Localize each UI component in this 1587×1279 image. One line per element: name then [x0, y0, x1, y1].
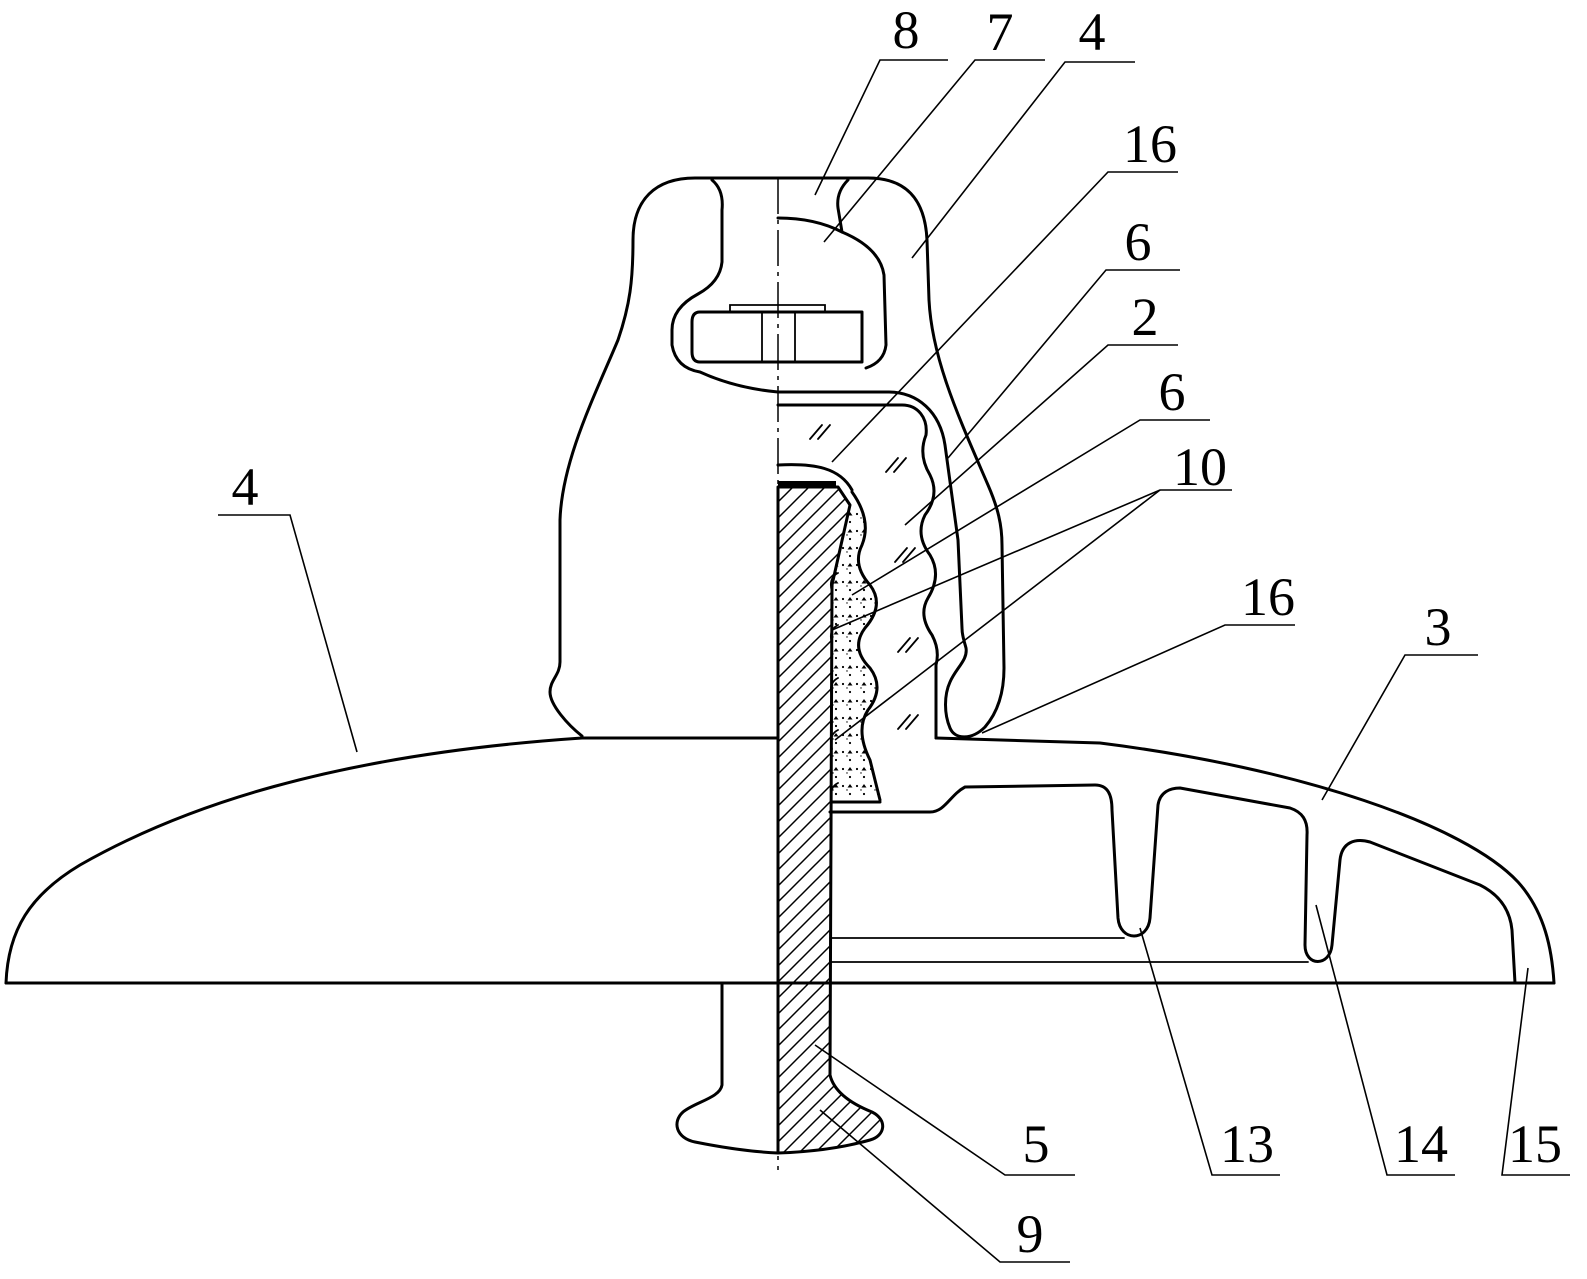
leader-line-3 — [1321, 654, 1478, 801]
leader-line-7 — [823, 59, 1045, 243]
leader-line-9 — [819, 1109, 1070, 1263]
pin-section — [776, 485, 885, 1155]
socket-inner-left-wall — [670, 178, 780, 394]
shed-underside-ribs — [828, 783, 1517, 985]
leader-line-2 — [904, 344, 1178, 526]
callout-13: 13 — [1220, 1114, 1274, 1174]
leader-line-6-upper — [947, 269, 1180, 459]
leader-line-16-lower — [981, 624, 1295, 734]
callout-6-lower: 6 — [1159, 362, 1186, 422]
locking-nut — [690, 304, 864, 364]
callout-15: 15 — [1508, 1114, 1562, 1174]
pin-lower-left — [675, 981, 780, 1155]
callout-3: 3 — [1425, 597, 1452, 657]
shed-right-profile — [934, 736, 1556, 985]
glass-section-marks — [809, 424, 919, 730]
leader-line-4-cap — [911, 61, 1135, 259]
leader-line-6-lower — [851, 419, 1210, 596]
leader-line-10-a — [831, 489, 1232, 631]
leader-line-14 — [1315, 904, 1455, 1176]
callout-10: 10 — [1173, 437, 1227, 497]
cap-outline — [548, 176, 1006, 739]
dielectric-inner-wall — [850, 490, 882, 802]
shed-left-profile — [4, 736, 780, 985]
callout-9: 9 — [1017, 1204, 1044, 1264]
leader-line-15 — [1501, 967, 1570, 1176]
pin-cement-fill — [832, 500, 880, 800]
callout-5: 5 — [1023, 1114, 1050, 1174]
callout-16-upper: 16 — [1123, 114, 1177, 174]
ball-head-dome — [776, 216, 844, 234]
callout-8: 8 — [893, 0, 920, 60]
callout-7: 7 — [987, 2, 1014, 62]
callout-4-cap: 4 — [1079, 2, 1106, 62]
socket-inner-right-wall — [836, 178, 888, 370]
dielectric-outer-wall — [776, 403, 939, 740]
callout-16-lower: 16 — [1241, 567, 1295, 627]
leader-line-10-b — [834, 489, 1161, 741]
pin-ridges — [829, 572, 839, 803]
leader-line-13 — [1139, 927, 1280, 1176]
callout-2: 2 — [1132, 287, 1159, 347]
leader-line-8 — [814, 59, 948, 196]
leader-line-16-upper — [831, 171, 1178, 463]
leader-line-5 — [814, 1044, 1075, 1176]
buffer-layer-line — [776, 463, 854, 492]
callout-6-upper: 6 — [1125, 212, 1152, 272]
leader-line-4-left — [218, 514, 358, 753]
callout-4-left: 4 — [232, 457, 259, 517]
callout-14: 14 — [1394, 1114, 1448, 1174]
